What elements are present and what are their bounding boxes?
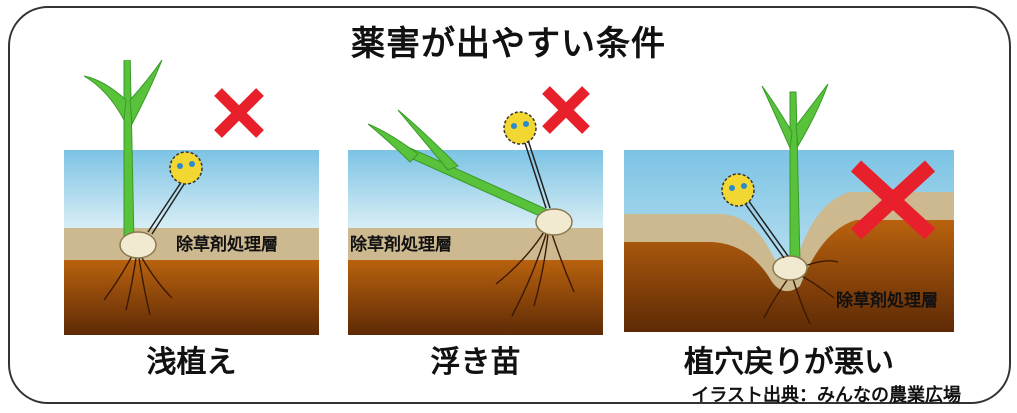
diagram-title: 薬害が出やすい条件 xyxy=(351,24,666,64)
diagram-frame xyxy=(8,6,1011,404)
herbicide-layer-label: 除草剤処理層 xyxy=(176,234,278,255)
panel-shallow-planting: 除草剤処理層 xyxy=(64,60,319,335)
herbicide-spore-icon xyxy=(721,173,789,259)
floating-seedling-illustration: 除草剤処理層 xyxy=(348,86,603,335)
soil-layer xyxy=(348,260,603,335)
seed xyxy=(535,208,573,236)
poor-hole-refill-illustration: 除草剤処理層 xyxy=(624,83,954,332)
cross-mark-icon xyxy=(542,86,590,134)
cross-mark-icon xyxy=(850,160,936,240)
cross-mark-icon xyxy=(214,88,264,138)
caption-shallow-planting: 浅植え xyxy=(146,345,237,380)
herbicide-spore-icon xyxy=(503,111,551,209)
shallow-planting-illustration: 除草剤処理層 xyxy=(64,60,319,335)
herbicide-layer xyxy=(64,228,319,260)
soil-layer xyxy=(64,260,319,335)
panel-floating-seedling: 除草剤処理層 xyxy=(348,60,603,335)
panel-poor-hole-refill: 除草剤処理層 xyxy=(624,62,954,332)
soil-layer xyxy=(624,220,954,332)
herbicide-layer-label: 除草剤処理層 xyxy=(350,234,452,255)
caption-poor-hole-refill: 植穴戻りが悪い xyxy=(684,345,894,380)
roots xyxy=(495,231,575,317)
rice-plant xyxy=(761,83,829,263)
roots xyxy=(103,255,173,316)
herbicide-spore-icon xyxy=(147,151,203,235)
herbicide-layer-label: 除草剤処理層 xyxy=(836,290,938,311)
seed xyxy=(119,231,157,259)
caption-floating-seedling: 浮き苗 xyxy=(430,345,521,380)
seed xyxy=(772,255,808,281)
image-credit: イラスト出典：みんなの農業広場 xyxy=(691,385,961,406)
